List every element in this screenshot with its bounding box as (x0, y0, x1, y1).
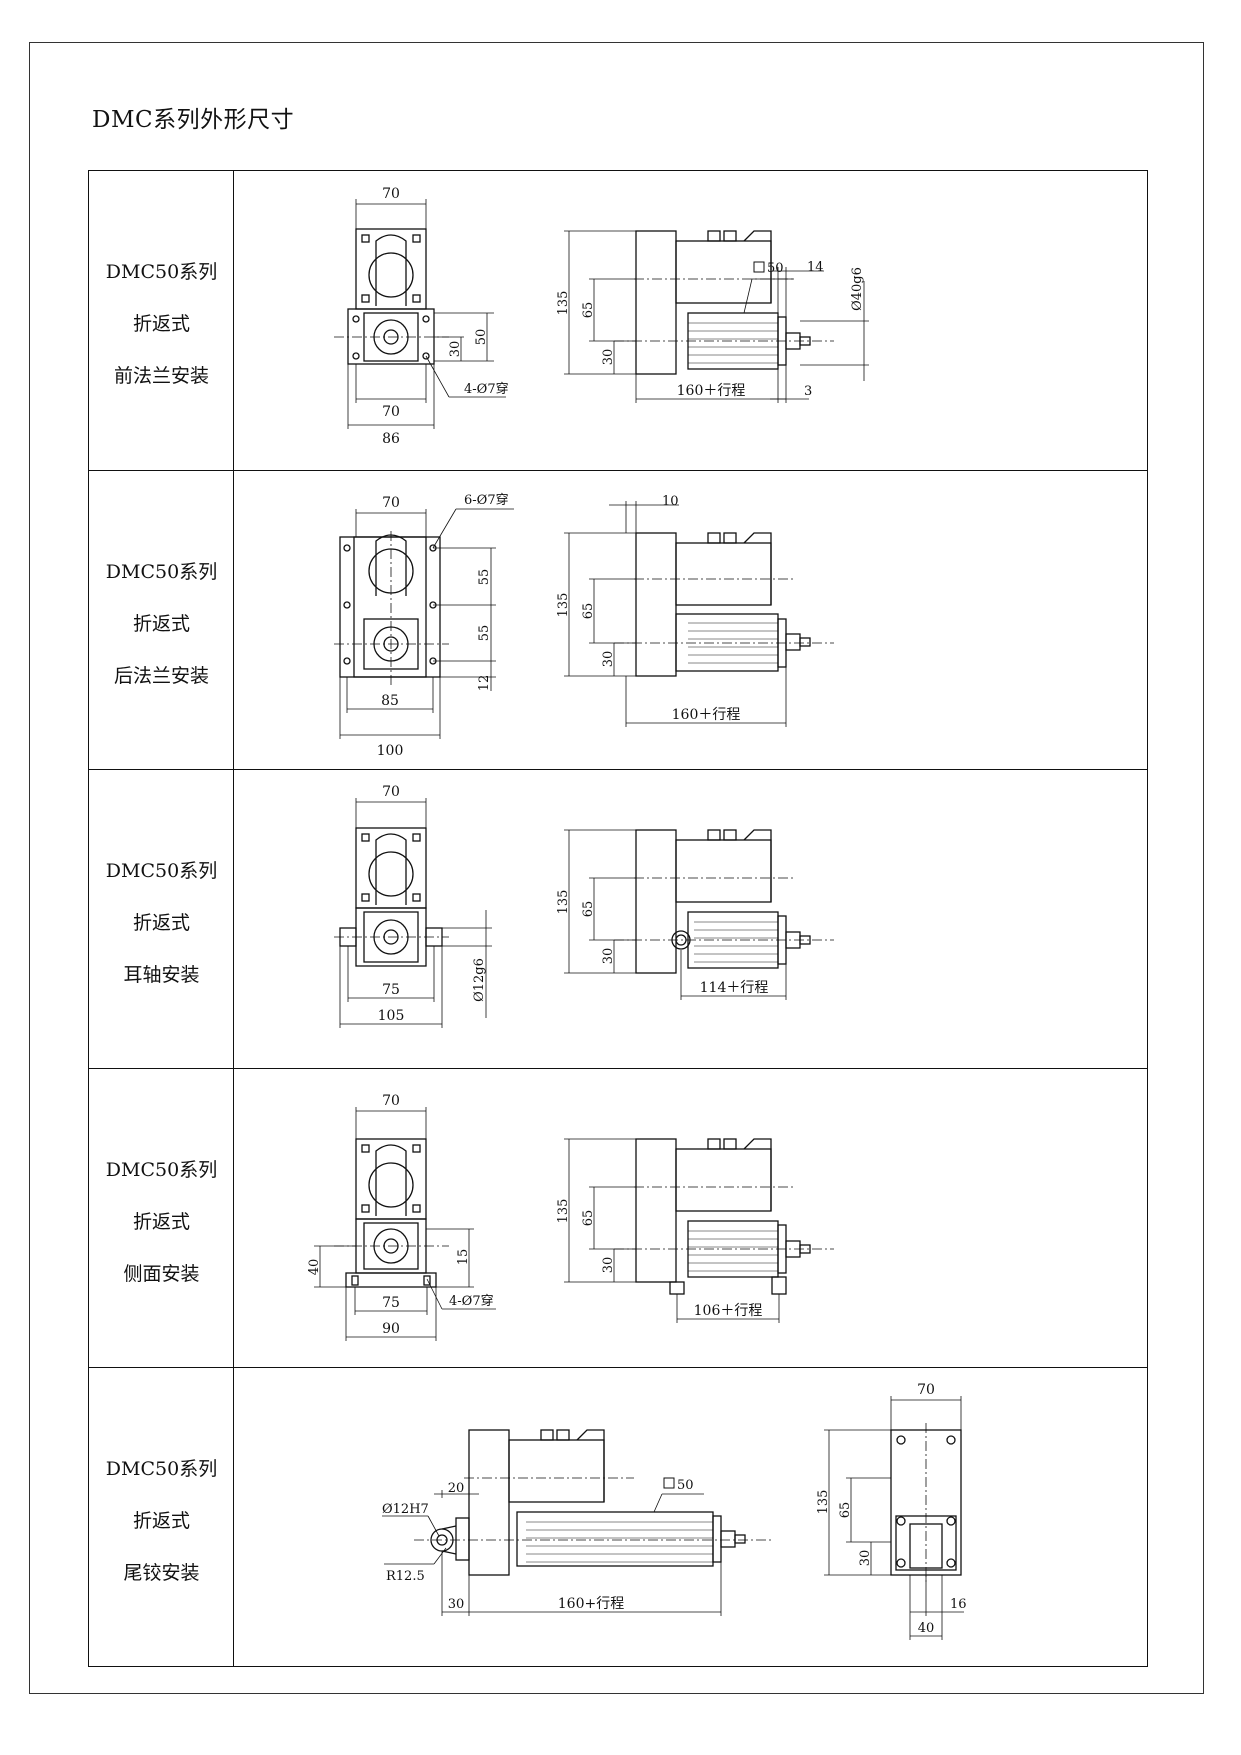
dim-h30: 30 (601, 349, 616, 366)
dim-h65: 65 (581, 901, 596, 918)
page-title: DMC系列外形尺寸 (92, 107, 295, 133)
dim-length: 160＋行程 (677, 383, 746, 399)
dim-h65: 65 (581, 302, 596, 319)
dim-h135: 135 (556, 1199, 571, 1224)
dim-h30: 30 (601, 1257, 616, 1274)
row-label: DMC50系列 折返式 前法兰安装 (89, 171, 234, 470)
dimension-table: DMC50系列 折返式 前法兰安装 (88, 170, 1148, 1667)
dim-pin-dia: Ø12H7 (382, 1502, 429, 1517)
dim-width-105: 105 (378, 1008, 405, 1024)
dim-h135: 135 (556, 593, 571, 618)
dim-square: 50 (677, 1478, 694, 1493)
dim-holes: 4-Ø7穿 (449, 1293, 494, 1309)
dim-width-top: 70 (917, 1382, 935, 1398)
mount-label: 侧面安装 (123, 1263, 200, 1285)
side-mount-drawing: 70 40 15 75 90 4-Ø7穿 (307, 1093, 834, 1341)
type-label: 折返式 (132, 613, 190, 635)
type-label: 折返式 (132, 912, 190, 934)
dim-width-75: 75 (382, 1295, 400, 1311)
dim-width-top: 70 (382, 784, 400, 800)
dim-length: 106＋行程 (694, 1303, 763, 1319)
row-label: DMC50系列 折返式 耳轴安装 (89, 770, 234, 1068)
type-label: 折返式 (132, 1211, 190, 1233)
dim-width-90: 90 (382, 1321, 400, 1337)
series-label: DMC50系列 (105, 561, 218, 583)
dim-width-top: 70 (382, 1093, 400, 1109)
dim-v15: 15 (456, 1249, 471, 1266)
trunnion-drawing: 70 Ø12g6 75 105 (334, 784, 834, 1028)
dim-length: 160+行程 (558, 1596, 624, 1612)
dim-v50: 50 (474, 329, 489, 346)
dim-40: 40 (918, 1621, 935, 1636)
series-label: DMC50系列 (105, 1159, 218, 1181)
dim-v40: 40 (307, 1259, 322, 1276)
dim-trunnion-dia: Ø12g6 (472, 958, 487, 1002)
dim-length: 160＋行程 (672, 707, 741, 723)
dim-width-top: 70 (382, 186, 400, 202)
dim-h135: 135 (556, 890, 571, 915)
dim-width-100: 100 (377, 743, 404, 759)
dim-h30: 30 (858, 1550, 873, 1567)
type-label: 折返式 (132, 1510, 190, 1532)
dim-h30: 30 (601, 651, 616, 668)
mount-label: 前法兰安装 (113, 365, 209, 387)
series-label: DMC50系列 (105, 860, 218, 882)
dim-30: 30 (448, 1597, 465, 1612)
row-side-mount: DMC50系列 折返式 侧面安装 (89, 1068, 1147, 1367)
dim-v30: 30 (448, 341, 463, 358)
row-rear-clevis: DMC50系列 折返式 尾铰安装 (89, 1367, 1147, 1666)
dim-width-top: 70 (382, 495, 400, 511)
dim-shaft-dia: Ø40g6 (850, 267, 865, 311)
mount-label: 耳轴安装 (123, 964, 200, 986)
row-label: DMC50系列 折返式 尾铰安装 (89, 1368, 234, 1666)
dim-width-85: 85 (381, 693, 399, 709)
dim-width-inner: 70 (382, 404, 400, 420)
row-label: DMC50系列 折返式 侧面安装 (89, 1069, 234, 1367)
series-label: DMC50系列 (105, 261, 218, 283)
dim-width-outer: 86 (382, 431, 400, 447)
mount-label: 后法兰安装 (113, 665, 209, 687)
row-trunnion: DMC50系列 折返式 耳轴安装 (89, 769, 1147, 1068)
dim-3: 3 (804, 384, 812, 399)
dim-10: 10 (662, 494, 679, 509)
dim-radius: R12.5 (386, 1569, 425, 1584)
dim-v55a: 55 (477, 569, 492, 586)
dim-width-75: 75 (382, 982, 400, 998)
dim-h135: 135 (556, 291, 571, 316)
row-label: DMC50系列 折返式 后法兰安装 (89, 471, 234, 769)
dim-holes: 4-Ø7穿 (464, 381, 509, 397)
series-label: DMC50系列 (105, 1458, 218, 1480)
dim-v12: 12 (477, 675, 492, 692)
dim-square: 50 (767, 261, 784, 276)
mount-label: 尾铰安装 (123, 1562, 200, 1584)
dim-h135: 135 (816, 1490, 831, 1515)
row-front-flange: DMC50系列 折返式 前法兰安装 (89, 171, 1147, 470)
dim-16: 16 (950, 1597, 967, 1612)
dim-holes: 6-Ø7穿 (464, 492, 509, 508)
dim-length: 114＋行程 (700, 980, 769, 996)
dim-v55b: 55 (477, 625, 492, 642)
front-flange-drawing: 70 70 86 30 50 4-Ø7穿 (334, 186, 869, 447)
dim-h65: 65 (581, 603, 596, 620)
page-border (29, 42, 1204, 1694)
rear-clevis-drawing: 20 Ø12H7 R12.5 30 160+行程 50 (382, 1382, 967, 1640)
type-label: 折返式 (132, 313, 190, 335)
row-rear-flange: DMC50系列 折返式 后法兰安装 (89, 470, 1147, 769)
dim-h65: 65 (838, 1502, 853, 1519)
dim-20: 20 (448, 1481, 465, 1496)
rear-flange-drawing: 70 6-Ø7穿 55 55 12 85 100 (334, 492, 834, 759)
dim-h30: 30 (601, 948, 616, 965)
dim-14: 14 (807, 260, 824, 275)
dim-h65: 65 (581, 1210, 596, 1227)
